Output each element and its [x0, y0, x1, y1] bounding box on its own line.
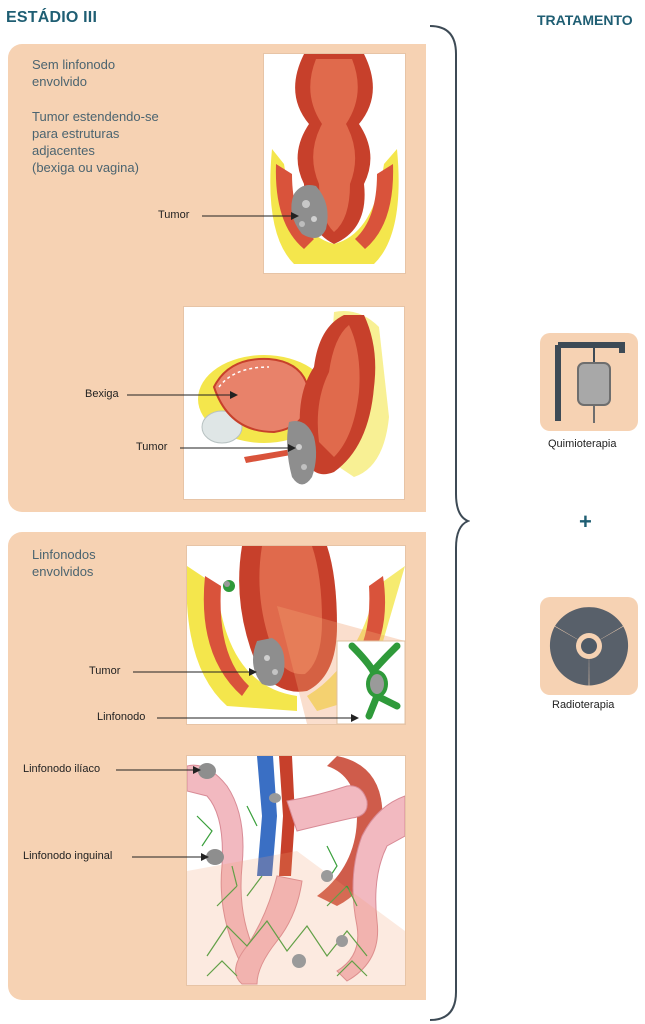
label-linfonodo-iliaco: Linfonodo ilíaco [23, 763, 101, 775]
radiation-icon [540, 597, 638, 695]
panel2-line: Linfonodos [32, 547, 96, 562]
stage-title: ESTÁDIO III [6, 9, 98, 26]
label-linfonodo: Linfonodo [97, 711, 146, 723]
rectum-lymph-node-illustration [187, 546, 405, 724]
panel1-line: para estruturas [32, 126, 120, 141]
bladder-sagittal-illustration [184, 307, 404, 499]
panel2-description: Linfonodos envolvidos [32, 546, 96, 580]
label-tumor-panel2: Tumor [89, 665, 121, 677]
rectum-coronal-illustration [264, 54, 405, 273]
label-linfonodo-inguinal: Linfonodo inguinal [23, 850, 113, 862]
panel2-line: envolvidos [32, 564, 94, 579]
chemotherapy-label: Quimioterapia [548, 438, 617, 450]
radiotherapy-label: Radioterapia [552, 699, 615, 711]
panel1-line: (bexiga ou vagina) [32, 160, 139, 175]
label-bexiga: Bexiga [85, 388, 119, 400]
chemotherapy-icon [540, 333, 638, 431]
panel1-line: envolvido [32, 74, 87, 89]
treatment-title: TRATAMENTO [537, 12, 633, 28]
treatment-brace [429, 25, 470, 1021]
panel1-description: Sem linfonodo envolvido Tumor estendendo… [32, 56, 159, 176]
pelvis-lymph-nodes-illustration [187, 756, 405, 985]
panel1-line: Tumor estendendo-se [32, 109, 159, 124]
panel1-line: adjacentes [32, 143, 95, 158]
plus-sign: + [579, 509, 592, 534]
label-tumor-side: Tumor [136, 441, 168, 453]
label-tumor-top: Tumor [158, 209, 190, 221]
panel1-line: Sem linfonodo [32, 57, 116, 72]
